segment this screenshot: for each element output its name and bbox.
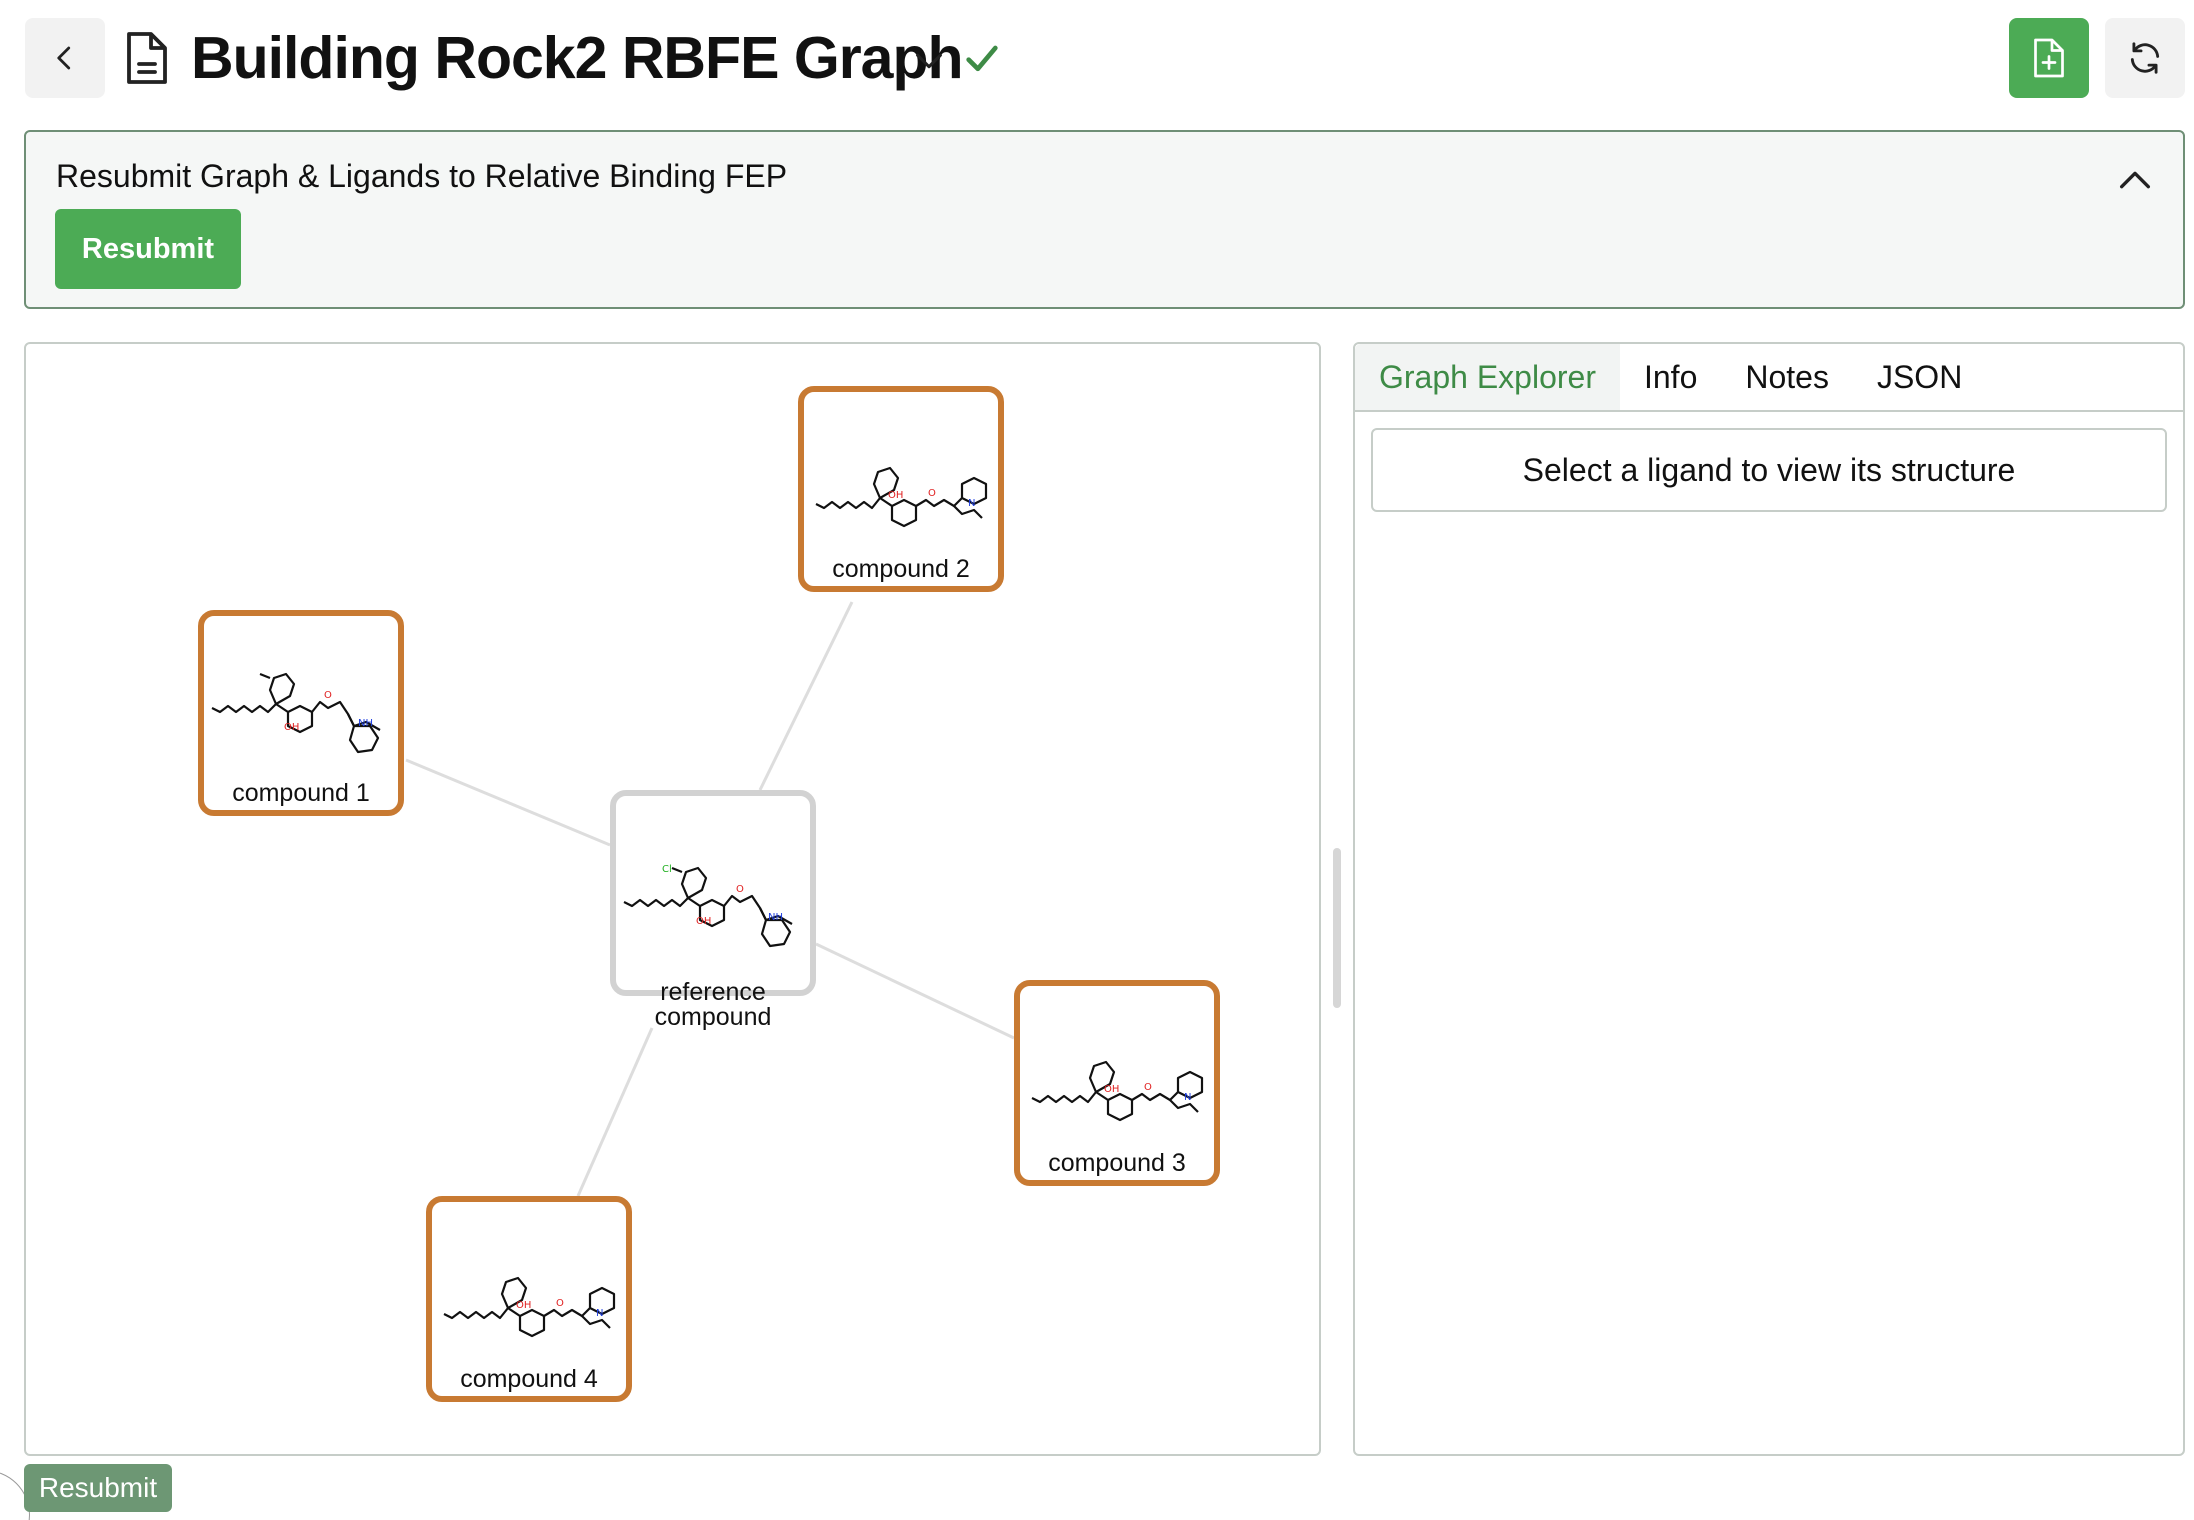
side-panel-tabs: Graph Explorer Info Notes JSON — [1355, 344, 2183, 412]
graph-edge — [576, 1027, 654, 1197]
resubmit-button[interactable]: Resubmit — [55, 209, 241, 289]
svg-text:O: O — [736, 884, 744, 895]
document-icon — [127, 32, 167, 84]
graph-node[interactable]: OH O N compound 3 — [1014, 980, 1220, 1186]
node-label: compound 1 — [232, 779, 370, 807]
side-panel: Graph Explorer Info Notes JSON Select a … — [1353, 342, 2185, 1456]
back-button[interactable] — [25, 18, 105, 98]
tab-info[interactable]: Info — [1643, 358, 1698, 395]
svg-text:O: O — [324, 690, 332, 701]
chevron-down-icon[interactable] — [912, 44, 946, 78]
svg-text:O: O — [928, 488, 936, 499]
svg-text:N: N — [596, 1308, 603, 1319]
node-label: compound 3 — [1048, 1149, 1186, 1177]
svg-text:OH: OH — [516, 1300, 531, 1311]
new-document-button[interactable] — [2009, 18, 2089, 98]
graph-node[interactable]: OH O N compound 4 — [426, 1196, 632, 1402]
molecule-structure: Cl OH O NH — [623, 864, 793, 948]
refresh-icon — [2130, 42, 2160, 74]
graph-node[interactable]: Cl OH O NH reference compound — [610, 790, 816, 1030]
floating-resubmit-button[interactable]: Resubmit — [24, 1464, 172, 1512]
file-plus-icon — [2034, 38, 2064, 78]
molecule-structure: OH O N — [1031, 1060, 1204, 1122]
graph-edge — [405, 758, 611, 847]
molecule-structure: OH O N — [443, 1276, 616, 1338]
svg-text:O: O — [1144, 1082, 1152, 1093]
svg-text:OH: OH — [1104, 1084, 1119, 1095]
molecule-structure: OH O N — [815, 466, 988, 528]
molecule-structure: OH O NH — [211, 672, 381, 754]
node-label: compound 2 — [832, 555, 970, 583]
graph-node[interactable]: OH O N compound 2 — [798, 386, 1004, 592]
tab-json[interactable]: JSON — [1876, 358, 1963, 395]
tab-notes[interactable]: Notes — [1745, 358, 1829, 395]
check-icon — [966, 45, 998, 72]
page-title: Building Rock2 RBFE Graph — [191, 25, 964, 91]
resubmit-panel-title: Resubmit Graph & Ligands to Relative Bin… — [56, 158, 788, 194]
node-label: reference compound — [654, 978, 772, 1031]
chevron-left-icon — [57, 46, 71, 70]
svg-text:N: N — [1184, 1092, 1191, 1103]
chevron-up-icon[interactable] — [2115, 160, 2155, 200]
graph-edge — [758, 601, 854, 791]
graph-node[interactable]: OH O NH compound 1 — [198, 610, 404, 816]
svg-text:OH: OH — [696, 916, 711, 927]
svg-text:OH: OH — [284, 722, 299, 733]
graph-canvas[interactable]: OH O N compound 2 OH O NH compound 1 — [24, 342, 1321, 1456]
svg-text:NH: NH — [358, 718, 373, 729]
svg-text:N: N — [968, 498, 975, 509]
resubmit-panel: Resubmit Graph & Ligands to Relative Bin… — [24, 130, 2185, 309]
svg-text:Cl: Cl — [662, 864, 672, 875]
node-label: compound 4 — [460, 1365, 598, 1393]
svg-text:O: O — [556, 1298, 564, 1309]
refresh-button[interactable] — [2105, 18, 2185, 98]
svg-text:NH: NH — [768, 912, 783, 923]
tab-graph-explorer[interactable]: Graph Explorer — [1355, 344, 1620, 410]
empty-state-message: Select a ligand to view its structure — [1371, 428, 2167, 512]
svg-text:OH: OH — [888, 490, 903, 501]
panel-resize-handle[interactable] — [1333, 848, 1341, 1008]
graph-edge — [815, 942, 1015, 1040]
